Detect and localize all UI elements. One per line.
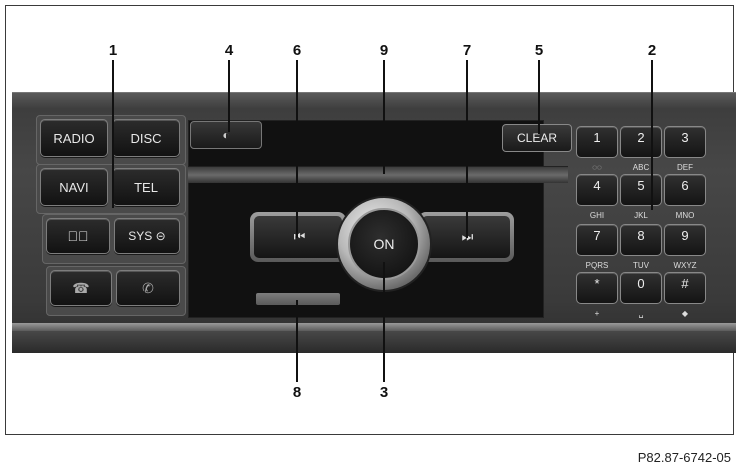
leader-6: [296, 60, 298, 238]
panel-chrome-strip: [12, 323, 736, 331]
panel-bottom: [12, 331, 736, 353]
callout-3: 3: [379, 384, 389, 401]
callout-6: 6: [292, 42, 302, 59]
disc-button[interactable]: DISC: [112, 119, 180, 157]
end-call-button[interactable]: ☎: [50, 270, 112, 306]
keypad-key-star[interactable]: *+: [576, 272, 618, 318]
tel-button[interactable]: TEL: [112, 168, 180, 206]
leader-1: [112, 60, 114, 208]
callout-1: 1: [108, 42, 118, 59]
figure-reference: P82.87-6742-05: [637, 450, 731, 465]
end-call-icon: ☎: [72, 279, 90, 296]
disc-slot: [188, 166, 568, 183]
skip-back-icon: ⏮: [294, 229, 306, 245]
settings-icon: ◐: [222, 128, 230, 142]
leader-2: [651, 60, 653, 210]
callout-4: 4: [224, 42, 234, 59]
keypad-key-0[interactable]: 0␣: [620, 272, 662, 318]
mute-icon: ⊲⃥: [67, 228, 89, 244]
settings-button[interactable]: ◐: [190, 121, 262, 149]
clear-button[interactable]: CLEAR: [502, 124, 572, 152]
keypad-key-1[interactable]: 1◌◌: [576, 126, 618, 172]
callout-5: 5: [534, 42, 544, 59]
accept-call-button[interactable]: ✆: [116, 270, 180, 306]
leader-5: [538, 60, 540, 134]
leader-7: [466, 60, 468, 238]
memory-card-slot: [256, 293, 340, 305]
keypad-key-hash[interactable]: #◆: [664, 272, 706, 318]
leader-9: [383, 60, 385, 174]
sys-button[interactable]: SYS ⊝: [114, 218, 180, 254]
accept-call-icon: ✆: [142, 279, 154, 296]
seek-back-button[interactable]: ⏮: [250, 212, 346, 262]
leader-4: [228, 60, 230, 132]
mute-button[interactable]: ⊲⃥: [46, 218, 110, 254]
callout-7: 7: [462, 42, 472, 59]
leader-3: [383, 262, 385, 382]
navi-button[interactable]: NAVI: [40, 168, 108, 206]
radio-button[interactable]: RADIO: [40, 119, 108, 157]
callout-8: 8: [292, 384, 302, 401]
callout-2: 2: [647, 42, 657, 59]
leader-8: [296, 300, 298, 382]
callout-9: 9: [379, 42, 389, 59]
